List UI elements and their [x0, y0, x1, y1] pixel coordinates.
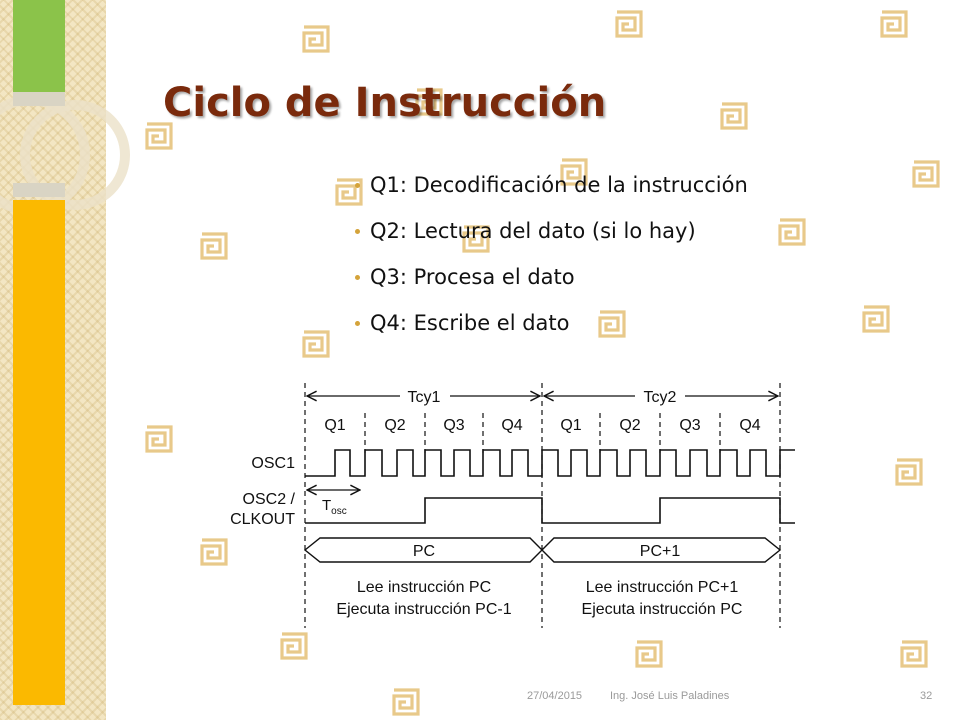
phase-label: Q4 [501, 417, 522, 434]
bullet-item: Q2: Lectura del dato (si lo hay) [355, 208, 748, 254]
phase-label: Q3 [679, 417, 700, 434]
slide-title: Ciclo de Instrucción [163, 80, 607, 126]
bullet-item: Q4: Escribe el dato [355, 300, 748, 346]
footer-date: 27/04/2015 [527, 690, 583, 702]
bus-label: PC [413, 543, 435, 560]
bullet-icon [355, 182, 360, 188]
bullet-list: Q1: Decodificación de la instrucción Q2:… [355, 162, 748, 346]
greek-key-icon [392, 688, 420, 716]
bullet-icon [355, 320, 360, 326]
decorative-circle [20, 100, 130, 210]
greek-key-icon [415, 88, 443, 116]
footer-author: Ing. José Luis Paladines [610, 690, 730, 702]
greek-key-icon [778, 218, 806, 246]
sidebar-orange-bar [13, 200, 65, 705]
greek-key-icon [462, 225, 490, 253]
label-bg [635, 386, 685, 406]
greek-key-icon [615, 10, 643, 38]
phase-label: Q1 [560, 417, 581, 434]
greek-key-icon [720, 102, 748, 130]
note-line: Lee instrucción PC [357, 579, 491, 596]
bullet-item: Q1: Decodificación de la instrucción [355, 162, 748, 208]
signal-label-clkout: CLKOUT [230, 511, 295, 528]
greek-key-icon [635, 640, 663, 668]
greek-key-icon [560, 158, 588, 186]
signal-label-osc2: OSC2 / [243, 491, 296, 508]
note-line: Ejecuta instrucción PC-1 [336, 601, 511, 618]
phase-label: Q3 [443, 417, 464, 434]
greek-key-icon [280, 632, 308, 660]
bullet-text: Q4: Escribe el dato [370, 311, 570, 335]
phase-label: Q4 [739, 417, 760, 434]
tosc-label: Tosc [322, 497, 347, 517]
bus-pc1-shape [541, 537, 782, 563]
greek-key-icon [895, 458, 923, 486]
sidebar-green-bar [13, 0, 65, 92]
greek-key-icon [302, 330, 330, 358]
signal-label-osc1: OSC1 [251, 455, 295, 472]
cycle-label: Tcy2 [644, 389, 677, 406]
label-bg [400, 386, 450, 406]
bullet-item: Q3: Procesa el dato [355, 254, 748, 300]
greek-key-icon [900, 640, 928, 668]
note-line: Ejecuta instrucción PC [582, 601, 743, 618]
greek-key-icon [880, 10, 908, 38]
cycle-label: Tcy1 [408, 389, 441, 406]
bus-label: PC+1 [640, 543, 681, 560]
bullet-text: Q2: Lectura del dato (si lo hay) [370, 219, 696, 243]
bullet-icon [355, 228, 360, 234]
decorative-sidebar [0, 0, 130, 720]
bullet-text: Q1: Decodificación de la instrucción [370, 173, 748, 197]
bullet-icon [355, 274, 360, 280]
note-line: Lee instrucción PC+1 [586, 579, 739, 596]
phase-label: Q1 [324, 417, 345, 434]
greek-key-icon [862, 305, 890, 333]
timing-diagram: Tcy1 Tcy2 Q1 Q2 Q3 Q4 Q1 Q2 Q3 Q4 OSC1 O… [230, 383, 795, 628]
greek-key-icon [335, 178, 363, 206]
footer-page-number: 32 [920, 690, 933, 702]
phase-label: Q2 [384, 417, 405, 434]
phase-label: Q2 [619, 417, 640, 434]
phase-guides [304, 383, 781, 628]
greek-key-icon [200, 538, 228, 566]
greek-key-icon [912, 160, 940, 188]
greek-key-icon [302, 25, 330, 53]
bullet-text: Q3: Procesa el dato [370, 265, 575, 289]
greek-key-icon [200, 232, 228, 260]
osc1-waveform [305, 449, 795, 477]
clkout-waveform [305, 497, 795, 524]
sidebar-gray-bar [13, 183, 65, 197]
greek-key-icon [145, 122, 173, 150]
greek-key-icon [145, 425, 173, 453]
greek-key-icon [598, 310, 626, 338]
sidebar-gray-bar [13, 92, 65, 106]
